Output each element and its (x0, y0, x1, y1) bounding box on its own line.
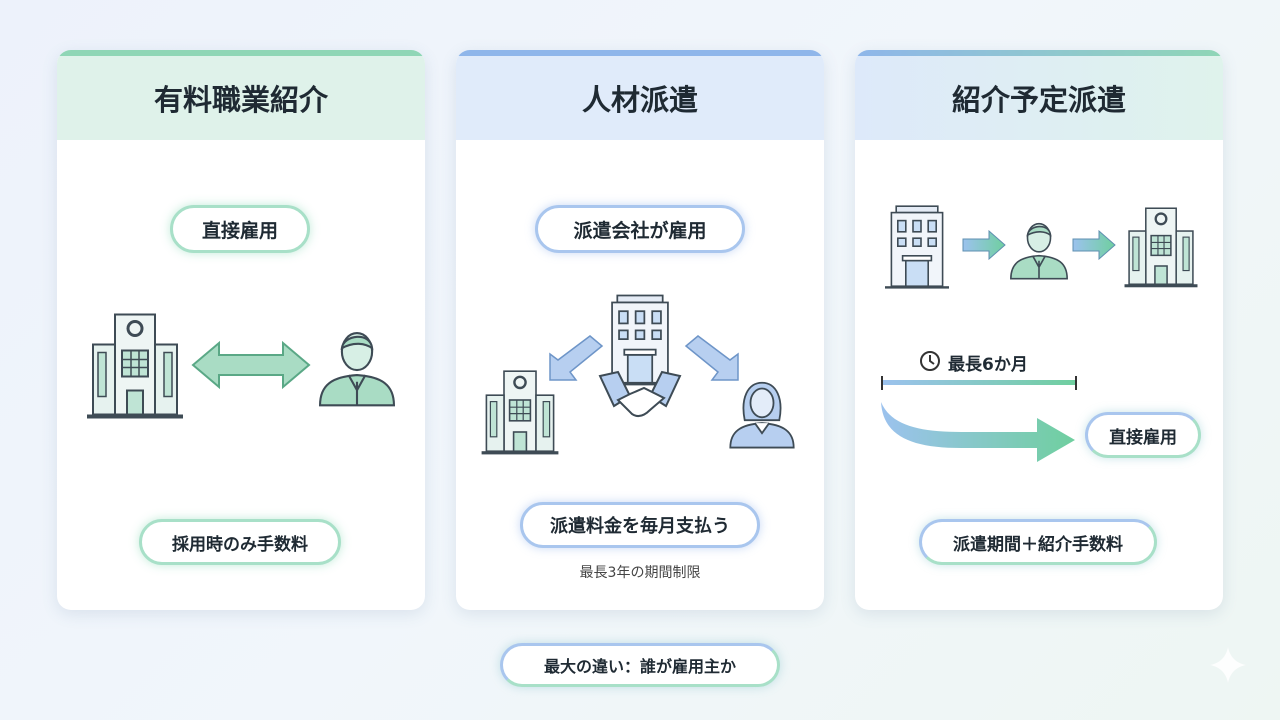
arrow-down-right-icon (684, 335, 739, 381)
company-building-icon (1123, 204, 1199, 290)
person-icon (315, 315, 399, 415)
sparkle-icon (1210, 647, 1246, 683)
key-difference-label: 最大の違い：誰が雇用主か (500, 643, 780, 687)
period-limit-note: 最長3年の期間制限 (579, 565, 701, 581)
direct-hire-result-label: 直接雇用 (1085, 412, 1201, 458)
card-title: 有料職業紹介 (57, 50, 425, 140)
monthly-fee-label: 派遣料金を毎月支払う (520, 502, 760, 548)
company-building-icon (85, 308, 185, 423)
woman-icon (726, 372, 798, 454)
period-label: 最長6か月 (948, 355, 1028, 375)
company-building-icon (480, 368, 560, 456)
period-bar (881, 376, 1077, 390)
arrow-down-left-icon (549, 335, 604, 381)
arrow-right-icon (1072, 230, 1116, 260)
arrow-right-icon (962, 230, 1006, 260)
card-title: 人材派遣 (456, 50, 824, 140)
curved-arrow-icon (881, 402, 1075, 462)
card-staffing: 人材派遣 派遣会社が雇用 派遣料金を毎月支払う 最長3年の期間制限 (456, 50, 824, 610)
card-temp-to-perm: 紹介予定派遣 最長6か月 直接雇用 派遣期間＋紹介手数料 (855, 50, 1223, 610)
office-building-icon (881, 203, 953, 291)
period-plus-fee-label: 派遣期間＋紹介手数料 (919, 519, 1157, 565)
person-icon (1007, 210, 1071, 286)
agency-employs-label: 派遣会社が雇用 (535, 205, 745, 253)
double-arrow-icon (191, 340, 311, 390)
card-title: 紹介予定派遣 (855, 50, 1223, 140)
clock-icon (920, 351, 940, 371)
fee-on-hire-label: 採用時のみ手数料 (139, 519, 341, 565)
card-paid-placement: 有料職業紹介 直接雇用 採用時のみ手数料 (57, 50, 425, 610)
direct-hire-label: 直接雇用 (170, 205, 310, 253)
handshake-icon (598, 370, 682, 418)
